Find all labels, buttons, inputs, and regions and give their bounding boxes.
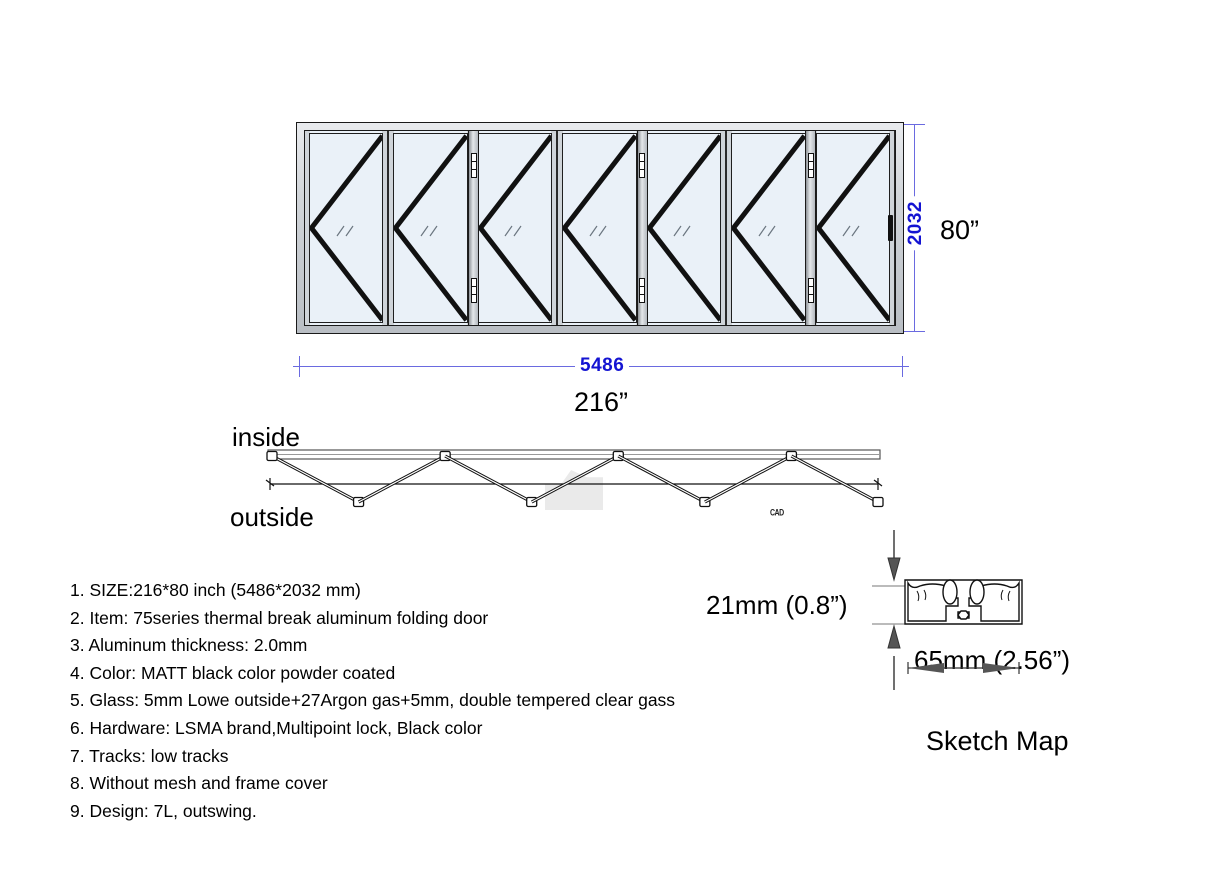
swing-direction-chevron-icon [394,134,466,322]
hinge-icon [807,278,814,303]
glass-reflection-mark [842,225,860,237]
panel-mullion [468,131,480,325]
panel-sash [477,133,553,323]
cad-note-mark: CAD [770,508,784,519]
swing-direction-chevron-icon [732,134,804,322]
panel-sash [815,133,890,323]
door-panel[interactable] [810,131,895,325]
glass-reflection-mark [673,225,691,237]
spec-item: 5. Glass: 5mm Lowe outside+27Argon gas+5… [70,690,676,711]
hinge-icon [639,278,646,303]
track-cross-section [872,530,1023,690]
sketch-map-title: Sketch Map [926,726,1069,756]
door-panel[interactable] [726,131,811,325]
hinge-icon [470,153,477,178]
door-elevation-view [296,122,904,334]
panel-mullion [805,131,817,325]
door-panel[interactable] [388,131,473,325]
glass-reflection-mark [504,225,522,237]
door-panel-strip [305,131,895,325]
swing-direction-chevron-icon [648,134,720,322]
glass-reflection-mark [336,225,354,237]
swing-direction-chevron-icon [563,134,635,322]
track-profile-hatch [916,589,1011,602]
glass-reflection-mark [589,225,607,237]
spec-item: 3. Aluminum thickness: 2.0mm [70,635,308,656]
panel-sash [646,133,722,323]
swing-direction-chevron-icon [310,134,382,322]
glass-reflection-mark [758,225,776,237]
inside-label: inside [232,422,300,452]
spec-item: 6. Hardware: LSMA brand,Multipoint lock,… [70,717,483,738]
door-panel[interactable] [305,131,389,325]
height-dimension-inch: 80” [940,215,980,245]
folding-plan-view [265,449,884,508]
spec-item: 1. SIZE:216*80 inch (5486*2032 mm) [70,580,361,600]
horizontal-dimension-arrow [907,662,1020,674]
panel-sash [562,133,637,323]
spec-item: 2. Item: 75series thermal break aluminum… [70,607,489,628]
vertical-dimension-arrows [887,530,901,690]
glass-reflection-mark [420,225,438,237]
track-profile-shape [904,579,1023,625]
door-panel[interactable] [557,131,642,325]
spec-item: 9. Design: 7L, outswing. [70,800,257,821]
spec-item: 4. Color: MATT black color powder coated [70,662,396,683]
track-height-label: 21mm (0.8”) [706,590,848,620]
panel-sash [393,133,468,323]
width-dimension-mm: 5486 [575,355,630,377]
door-outer-frame [296,122,904,334]
outside-label: outside [230,502,314,532]
hinge-icon [470,278,477,303]
plan-leaf-group [266,450,884,508]
swing-direction-chevron-icon [817,134,889,322]
plan-baseline [265,478,883,490]
door-panel[interactable] [641,131,727,325]
panel-mullion [636,131,648,325]
panel-sash [309,133,384,323]
swing-direction-chevron-icon [479,134,551,322]
spec-item: 7. Tracks: low tracks [70,745,229,766]
hinge-icon [639,153,646,178]
hinge-icon [807,153,814,178]
spec-item: 8. Without mesh and frame cover [70,773,328,794]
height-dimension-mm: 2032 [905,196,927,251]
panel-sash [731,133,806,323]
door-handle[interactable] [888,215,893,241]
width-dimension-inch: 216” [574,387,629,417]
door-panel[interactable] [472,131,558,325]
specification-list: 1. SIZE:216*80 inch (5486*2032 mm) 2. Ite… [70,577,790,825]
